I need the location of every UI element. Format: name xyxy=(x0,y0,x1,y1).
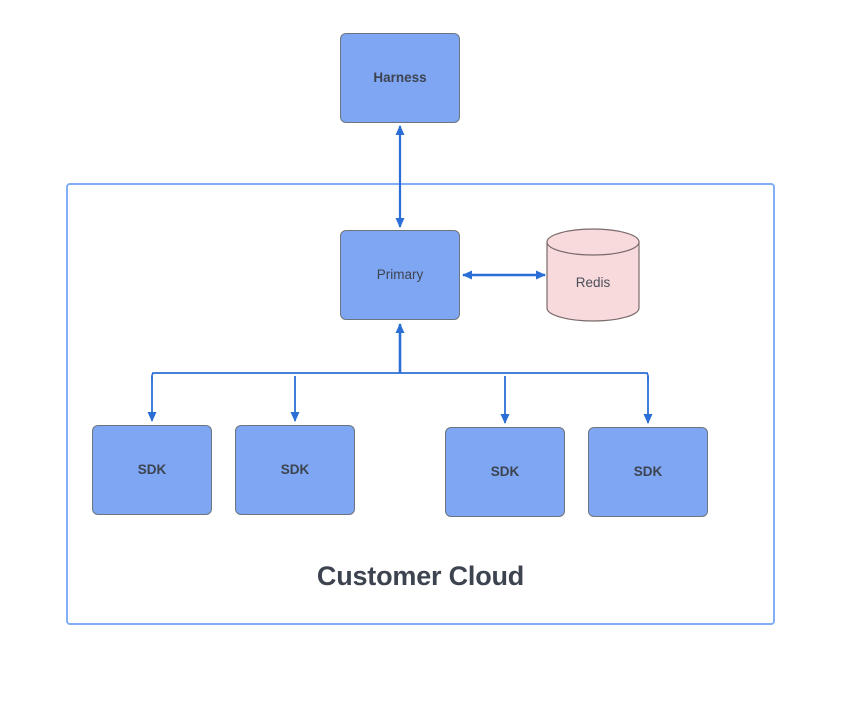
node-primary[interactable]: Primary xyxy=(340,230,460,320)
node-sdk-4[interactable]: SDK xyxy=(588,427,708,517)
node-sdk-2-label: SDK xyxy=(280,462,310,478)
customer-cloud-title: Customer Cloud xyxy=(316,561,525,591)
node-sdk-3[interactable]: SDK xyxy=(445,427,565,517)
node-redis[interactable]: Redis xyxy=(546,228,640,322)
node-harness-label: Harness xyxy=(373,70,427,86)
node-harness[interactable]: Harness xyxy=(340,33,460,123)
customer-cloud-container[interactable] xyxy=(66,183,775,625)
node-primary-label: Primary xyxy=(376,267,424,283)
node-sdk-2[interactable]: SDK xyxy=(235,425,355,515)
node-sdk-4-label: SDK xyxy=(633,464,663,480)
edge-sdk-bus-to-primary xyxy=(151,323,649,379)
node-sdk-1[interactable]: SDK xyxy=(92,425,212,515)
cylinder-icon xyxy=(546,228,640,322)
node-sdk-1-label: SDK xyxy=(137,462,167,478)
node-sdk-3-label: SDK xyxy=(490,464,520,480)
